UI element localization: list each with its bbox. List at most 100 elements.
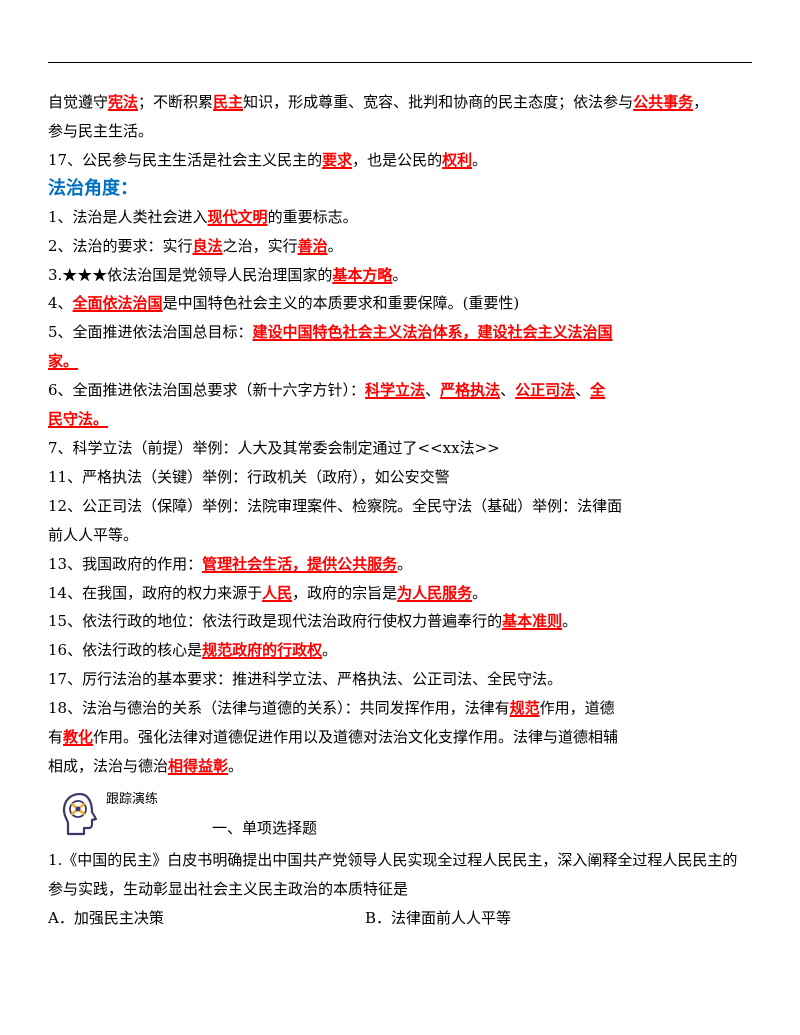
keyword: 建设中国特色社会主义法治体系，建设社会主义法治国 xyxy=(252,323,613,342)
keyword: 全 xyxy=(590,381,606,400)
note-line: 4、全面依法治国是中国特色社会主义的本质要求和重要保障。(重要性) xyxy=(48,289,752,318)
note-line: 3.★★★依法治国是党领导人民治理国家的基本方略。 xyxy=(48,261,752,290)
note-text: 。 xyxy=(472,583,488,602)
note-text: 是中国特色社会主义的本质要求和重要保障。(重要性) xyxy=(162,294,520,313)
note-text: 6、全面推进依法治国总要求（新十六字方针）： xyxy=(48,381,366,400)
keyword: 现代文明 xyxy=(207,207,268,226)
note-text: 。 xyxy=(327,236,343,255)
note-text: 作用。强化法律对道德促进作用以及道德对法治文化支撑作用。法律与道德相辅 xyxy=(93,728,619,747)
note-text: 。 xyxy=(228,756,244,775)
note-text: 17、公民参与民主生活是社会主义民主的 xyxy=(48,150,323,169)
note-text: ，政府的宗旨是 xyxy=(292,583,398,602)
question-1: 1.《中国的民主》白皮书明确提出中国共产党领导人民实现全过程人民民主，深入阐释全… xyxy=(48,846,752,932)
note-text: 14、在我国，政府的权力来源于 xyxy=(48,583,263,602)
keyword: 公共事务 xyxy=(633,93,694,111)
note-text: 5、全面推进依法治国总目标： xyxy=(48,323,253,342)
practice-section: 跟踪演练 一、单项选择题 xyxy=(60,786,752,846)
note-text: ，也是公民的 xyxy=(352,150,443,169)
keyword: 宪法 xyxy=(108,93,139,111)
option-b[interactable]: B．法律面前人人平等 xyxy=(365,908,512,927)
keyword: 管理社会生活，提供公共服务 xyxy=(202,554,398,573)
keyword: 科学立法 xyxy=(365,381,426,400)
note-line: 2、法治的要求：实行良法之治，实行善治。 xyxy=(48,232,752,261)
note-text: 有 xyxy=(48,728,64,747)
keyword: 为人民服务 xyxy=(397,583,473,602)
note-text: 12、公正司法（保障）举例：法院审理案件、检察院。全民守法（基础）举例：法律面 xyxy=(48,496,623,515)
note-text: 参与民主生活。 xyxy=(48,121,154,140)
note-line: 有教化作用。强化法律对道德促进作用以及道德对法治文化支撑作用。法律与道德相辅 xyxy=(48,723,752,752)
note-line: 17、厉行法治的基本要求：推进科学立法、严格执法、公正司法、全民守法。 xyxy=(48,665,752,694)
header-rule xyxy=(48,62,752,63)
note-text: 。 xyxy=(392,265,408,284)
keyword: 人民 xyxy=(262,583,293,602)
keyword: 严格执法 xyxy=(440,381,501,400)
question-type-heading: 一、单项选择题 xyxy=(212,819,318,837)
keyword: 要求 xyxy=(322,150,353,169)
keyword: 公正司法 xyxy=(515,381,576,400)
note-text: ；不断积累 xyxy=(138,93,214,111)
note-text: 。 xyxy=(562,612,578,631)
note-text: 相成，法治与德治 xyxy=(48,756,169,775)
keyword: 权利 xyxy=(442,150,473,169)
keyword: 规范 xyxy=(509,699,540,718)
note-line: 12、公正司法（保障）举例：法院审理案件、检察院。全民守法（基础）举例：法律面 xyxy=(48,492,752,521)
note-text: 13、我国政府的作用： xyxy=(48,554,203,573)
note-text: 、 xyxy=(425,381,441,400)
note-text: ， xyxy=(693,93,709,111)
note-line: 7、科学立法（前提）举例：人大及其常委会制定通过了<<xx法>> xyxy=(48,434,752,463)
note-text: 16、依法行政的核心是 xyxy=(48,641,203,660)
note-line: 民守法。 xyxy=(48,405,752,434)
keyword: 家。 xyxy=(48,352,79,371)
note-line: 11、严格执法（关键）举例：行政机关（政府），如公安交警 xyxy=(48,463,752,492)
keyword: 良法 xyxy=(192,236,223,255)
section-title-rule-of-law: 法治角度： xyxy=(48,177,138,199)
note-text: 4、 xyxy=(48,294,73,313)
keyword: 基本准则 xyxy=(502,612,563,631)
note-text: 。 xyxy=(322,641,338,660)
note-text: 前人人平等。 xyxy=(48,525,139,544)
note-line: 14、在我国，政府的权力来源于人民，政府的宗旨是为人民服务。 xyxy=(48,579,752,608)
note-text: 7、科学立法（前提）举例：人大及其常委会制定通过了<<xx法>> xyxy=(48,438,500,457)
note-line: 相成，法治与德治相得益彰。 xyxy=(48,752,752,781)
note-text: 知识，形成尊重、宽容、批判和协商的民主态度；依法参与 xyxy=(243,93,634,111)
notes-body: 自觉遵守宪法；不断积累民主知识，形成尊重、宽容、批判和协商的民主态度；依法参与公… xyxy=(48,88,752,781)
note-line: 参与民主生活。 xyxy=(48,117,752,146)
note-line: 1、法治是人类社会进入现代文明的重要标志。 xyxy=(48,203,752,232)
answer-options: A．加强民主决策 B．法律面前人人平等 xyxy=(48,904,752,932)
note-text: 3.★★★依法治国是党领导人民治理国家的 xyxy=(48,265,333,284)
question-stem-line: 1.《中国的民主》白皮书明确提出中国共产党领导人民实现全过程人民民主，深入阐释全… xyxy=(48,851,738,869)
note-text: 。 xyxy=(397,554,413,573)
keyword: 善治 xyxy=(297,236,328,255)
note-text: 、 xyxy=(500,381,516,400)
keyword: 全面依法治国 xyxy=(72,294,163,313)
practice-label: 跟踪演练 xyxy=(106,792,159,807)
option-a[interactable]: A．加强民主决策 xyxy=(48,908,164,927)
keyword: 教化 xyxy=(63,728,94,747)
note-line: 5、全面推进依法治国总目标：建设中国特色社会主义法治体系，建设社会主义法治国 xyxy=(48,318,752,347)
note-line: 自觉遵守宪法；不断积累民主知识，形成尊重、宽容、批判和协商的民主态度；依法参与公… xyxy=(48,88,752,117)
note-text: 18、法治与德治的关系（法律与道德的关系）：共同发挥作用，法律有 xyxy=(48,699,510,718)
keyword: 相得益彰 xyxy=(168,756,229,775)
note-line: 17、公民参与民主生活是社会主义民主的要求，也是公民的权利。 xyxy=(48,146,752,175)
note-line: 13、我国政府的作用：管理社会生活，提供公共服务。 xyxy=(48,550,752,579)
note-text: 、 xyxy=(575,381,591,400)
note-line: 6、全面推进依法治国总要求（新十六字方针）：科学立法、严格执法、公正司法、全 xyxy=(48,376,752,405)
note-text: 15、依法行政的地位：依法行政是现代法治政府行使权力普遍奉行的 xyxy=(48,612,503,631)
note-text: 之治，实行 xyxy=(222,236,298,255)
note-text: 自觉遵守 xyxy=(48,93,109,111)
question-stem-line: 参与实践，生动彰显出社会主义民主政治的本质特征是 xyxy=(48,879,409,898)
note-line: 前人人平等。 xyxy=(48,521,752,550)
brain-head-icon xyxy=(60,790,100,838)
note-text: 。 xyxy=(472,150,488,169)
note-line: 家。 xyxy=(48,347,752,376)
keyword: 民守法。 xyxy=(48,410,109,429)
note-line: 16、依法行政的核心是规范政府的行政权。 xyxy=(48,636,752,665)
note-text: 2、法治的要求：实行 xyxy=(48,236,193,255)
note-text: 1、法治是人类社会进入 xyxy=(48,207,208,226)
note-line: 15、依法行政的地位：依法行政是现代法治政府行使权力普遍奉行的基本准则。 xyxy=(48,607,752,636)
note-text: 17、厉行法治的基本要求：推进科学立法、严格执法、公正司法、全民守法。 xyxy=(48,670,563,689)
keyword: 规范政府的行政权 xyxy=(202,641,323,660)
keyword: 基本方略 xyxy=(332,265,393,284)
note-line: 18、法治与德治的关系（法律与道德的关系）：共同发挥作用，法律有规范作用，道德 xyxy=(48,694,752,723)
keyword: 民主 xyxy=(213,93,244,111)
